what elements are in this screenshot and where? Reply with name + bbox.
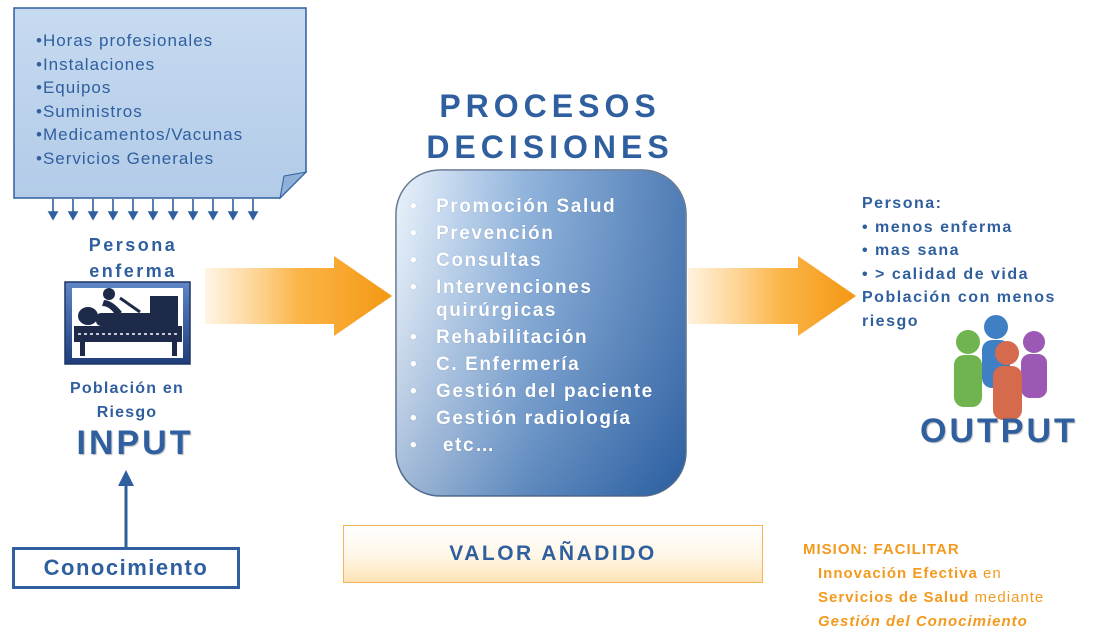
mision-line2: Servicios de Salud mediante — [803, 586, 1044, 610]
bullet-icon: • — [410, 223, 419, 244]
process-item-label: Consultas — [436, 250, 543, 271]
process-item: • Consultas — [410, 249, 686, 272]
resource-item: •Servicios Generales — [36, 148, 215, 168]
poblacion-riesgo-line1: Población en — [70, 380, 184, 397]
process-item: • Gestión del paciente — [410, 380, 686, 403]
process-item: • etc… — [410, 434, 686, 457]
process-item-label: Prevención — [436, 223, 555, 244]
output-bullet: • > calidad de vida — [862, 265, 1030, 283]
process-item: • Rehabilitación — [410, 326, 686, 349]
bullet-icon: • — [410, 250, 419, 271]
process-item-label: Gestión del paciente — [436, 381, 654, 402]
persona-enferma-label: Persona enferma — [58, 232, 208, 284]
process-to-output-arrow — [688, 256, 856, 336]
resource-item: •Medicamentos/Vacunas — [36, 125, 244, 144]
output-description: Persona: • menos enferma • mas sana • > … — [862, 192, 1056, 333]
process-item-label: Promoción Salud — [436, 196, 617, 217]
mision-line1: Innovación Efectiva en — [803, 562, 1044, 586]
poblacion-riesgo-label: Población en Riesgo — [42, 377, 212, 425]
process-list: •Promoción Salud •Prevención •Consultas … — [410, 195, 686, 461]
valor-anadido-label: VALOR AÑADIDO — [449, 542, 657, 565]
conocimiento-box: Conocimiento — [12, 547, 240, 589]
output-title: OUTPUT — [920, 412, 1078, 450]
resources-list: •Horas profesionales •Instalaciones •Equ… — [36, 29, 243, 170]
output-poblacion-line2: riesgo — [862, 312, 920, 330]
poblacion-riesgo-line2: Riesgo — [96, 404, 158, 421]
bullet-icon: • — [410, 408, 419, 429]
process-item-label: etc… — [436, 435, 496, 456]
mision-title: MISION: FACILITAR — [803, 541, 960, 558]
resource-input-arrows — [47, 199, 259, 221]
knowledge-arrow-head — [118, 470, 134, 486]
output-persona-label: Persona: — [862, 195, 943, 212]
input-title: INPUT — [76, 424, 194, 462]
process-item-label: C. Enfermería — [436, 354, 581, 375]
mision-block: MISION: FACILITAR Innovación Efectiva en… — [803, 538, 1044, 634]
persona-enferma-line2: enferma — [89, 261, 177, 281]
process-item-label: Gestión radiología — [436, 408, 632, 429]
procesos-title: PROCESOS DECISIONES — [400, 86, 700, 168]
bullet-icon: • — [410, 381, 419, 402]
resource-item: •Equipos — [36, 78, 112, 97]
resource-item: •Horas profesionales — [36, 31, 214, 50]
mision-line2-rest: mediante — [969, 589, 1045, 606]
bullet-icon: • — [410, 354, 419, 375]
mision-line1-bold: Innovación Efectiva — [818, 565, 978, 582]
valor-anadido-box: VALOR AÑADIDO — [343, 525, 763, 583]
process-item: • Prevención — [410, 222, 686, 245]
resources-note-fold — [279, 171, 308, 200]
conocimiento-label: Conocimiento — [43, 555, 209, 580]
process-item: • C. Enfermería — [410, 353, 686, 376]
process-item: • Promoción Salud — [410, 195, 686, 218]
resource-item: •Instalaciones — [36, 54, 156, 74]
patient-on-bed-icon — [64, 281, 191, 365]
process-item: • Intervenciones quirúrgicas — [410, 276, 686, 322]
bullet-icon: • — [410, 327, 419, 348]
persona-enferma-line1: Persona — [88, 235, 178, 255]
output-bullet: • menos enferma — [862, 218, 1013, 236]
mision-line2-bold: Servicios de Salud — [818, 589, 970, 606]
output-poblacion-line1: Población con menos — [862, 289, 1056, 306]
bullet-icon: • — [410, 435, 419, 456]
resource-item: •Suministros — [36, 101, 143, 121]
input-to-process-arrow — [205, 256, 392, 336]
procesos-title-line2: DECISIONES — [426, 129, 674, 165]
process-item: • Gestión radiología — [410, 407, 686, 430]
process-box-shade — [396, 170, 686, 496]
mision-line3: Gestión del Conocimiento — [818, 613, 1028, 630]
procesos-title-line1: PROCESOS — [439, 88, 661, 124]
bullet-icon: • — [410, 196, 419, 217]
people-group-icon — [954, 315, 1047, 420]
process-item-label: Rehabilitación — [436, 327, 589, 348]
output-bullet: • mas sana — [862, 242, 960, 259]
mision-line1-rest: en — [977, 565, 1002, 582]
process-item-label: Intervenciones quirúrgicas — [436, 277, 593, 321]
bullet-icon: • — [410, 277, 419, 298]
